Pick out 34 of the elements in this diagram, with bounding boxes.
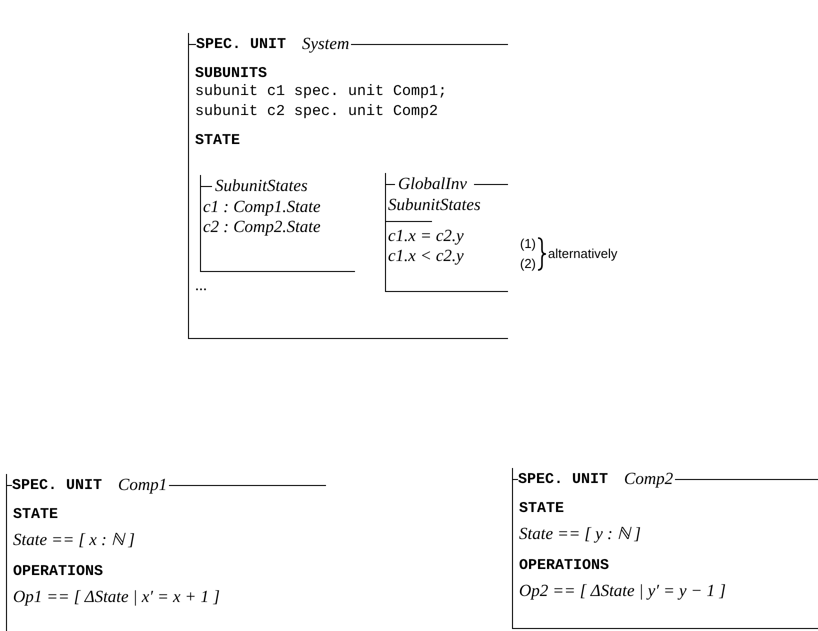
schema-keyword: SPEC. UNIT xyxy=(196,36,286,52)
declaration-line: subunit c2 spec. unit Comp2 xyxy=(195,102,438,122)
schema-box xyxy=(200,175,355,272)
declaration-line: subunit c1 spec. unit Comp1; xyxy=(195,82,448,102)
schema-box xyxy=(188,33,508,339)
declaration-line: State == [ y : ℕ ] xyxy=(519,523,641,545)
equation-number: (1) xyxy=(520,236,536,251)
operation-line: Op1 == [ ΔState | x′ = x + 1 ] xyxy=(13,586,220,608)
declaration-line: State == [ x : ℕ ] xyxy=(13,529,135,551)
schema-name: GlobalInv xyxy=(398,174,467,194)
schema-box xyxy=(512,468,818,629)
declaration-line: c1 : Comp1.State xyxy=(203,197,321,217)
declaration-line: c2 : Comp2.State xyxy=(203,217,321,237)
schema-keyword: SPEC. UNIT xyxy=(518,470,608,488)
schema-name: Comp1 xyxy=(118,475,168,495)
predicate-line: c1.x = c2.y xyxy=(388,226,464,246)
section-heading: OPERATIONS xyxy=(519,557,610,574)
section-heading: SUBUNITS xyxy=(195,65,268,82)
equation-number: (2) xyxy=(520,256,536,271)
annotation: alternatively xyxy=(548,246,618,261)
schema-name: System xyxy=(302,34,350,54)
schema-name: Comp2 xyxy=(624,469,674,489)
schema-box xyxy=(6,474,326,631)
schema-keyword: SPEC. UNIT xyxy=(12,476,102,494)
section-heading: STATE xyxy=(519,500,564,517)
schema-inclusion: SubunitStates xyxy=(388,195,481,215)
section-heading: OPERATIONS xyxy=(13,563,104,580)
predicate-line: c1.x < c2.y xyxy=(388,246,464,266)
operation-line: Op2 == [ ΔState | y′ = y − 1 ] xyxy=(519,580,726,602)
schema-box xyxy=(385,173,508,292)
schema-name: SubunitStates xyxy=(215,176,308,196)
section-heading: STATE xyxy=(195,132,240,149)
ellipsis: ... xyxy=(195,277,207,295)
section-heading: STATE xyxy=(13,506,58,523)
